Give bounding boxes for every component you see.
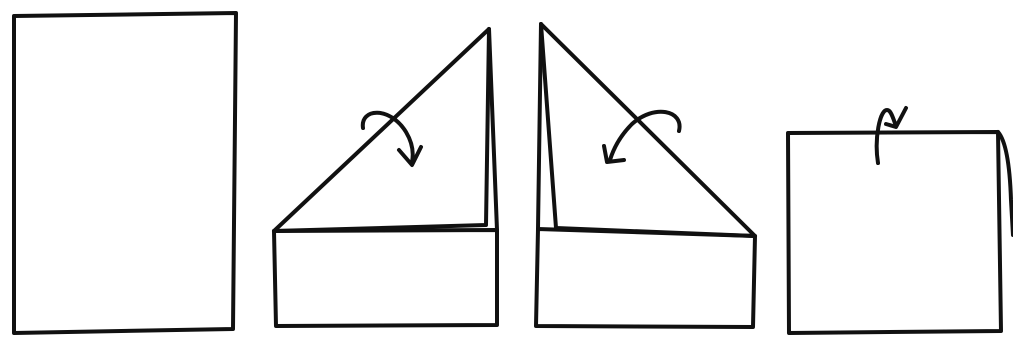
step-2-folded-triangle	[274, 29, 489, 231]
step-4-fold-back	[788, 108, 1013, 333]
step-3-bottom-rect	[536, 229, 755, 327]
step-2-fold-arrowhead-icon	[399, 147, 421, 165]
step-2-back-layer-edge	[489, 29, 497, 230]
step-4-fold-arrow-icon	[877, 110, 896, 163]
step-4-square	[788, 132, 1001, 333]
step-1-outline	[14, 13, 236, 333]
step-3-fold-left	[536, 24, 755, 327]
step-2-bottom-rect	[274, 230, 497, 326]
step-3-back-layer-edge	[538, 24, 541, 229]
step-3-folded-triangle	[541, 24, 755, 236]
step-2-fold-right	[274, 29, 497, 326]
step-1-rectangle	[14, 13, 236, 333]
